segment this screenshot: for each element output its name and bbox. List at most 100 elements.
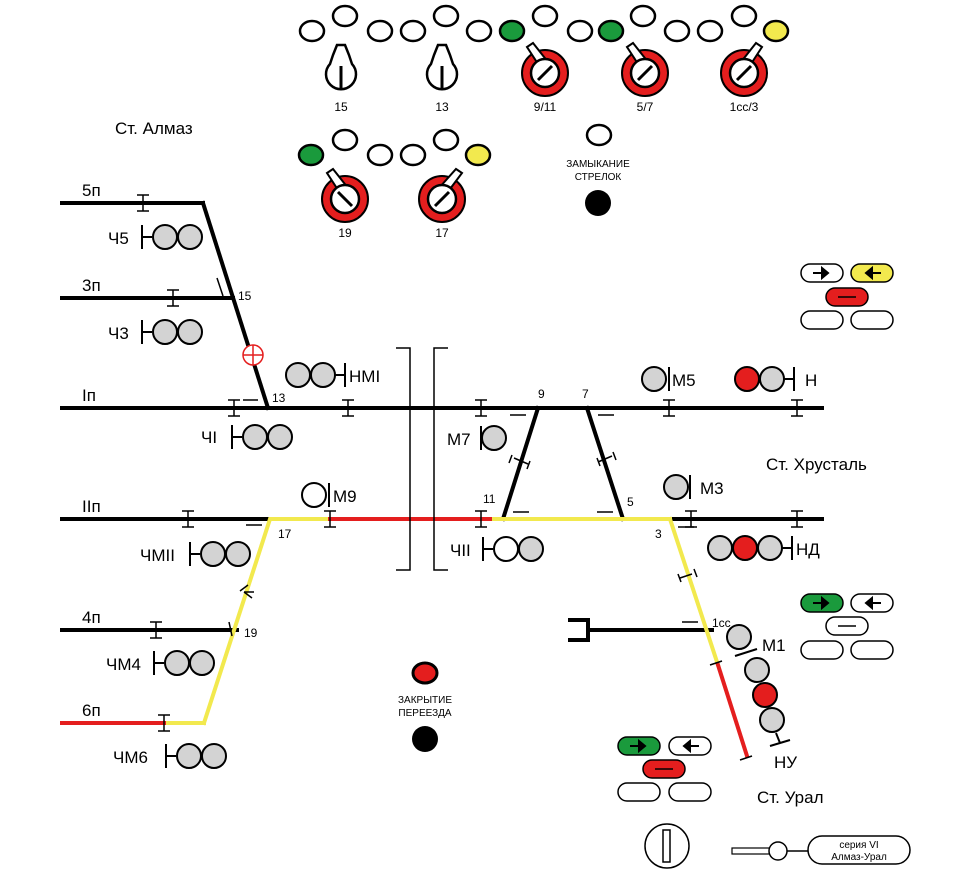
indicator-lamp bbox=[331, 128, 359, 152]
track-layout bbox=[60, 200, 824, 759]
indicator-lamp bbox=[432, 128, 460, 152]
key-icon bbox=[731, 847, 773, 855]
green-indicator-lamp bbox=[597, 19, 625, 43]
track-label-3p: 3п bbox=[82, 276, 101, 295]
switch-handle-1cc-3[interactable] bbox=[720, 41, 768, 97]
arrow-right-icon bbox=[630, 738, 647, 754]
direction-button[interactable] bbox=[800, 640, 844, 660]
signal-label-nd: НД bbox=[796, 540, 820, 559]
signal-label-n: Н bbox=[805, 371, 817, 390]
signal-nmI[interactable]: НМI bbox=[285, 362, 380, 388]
signal-m5[interactable]: М5 bbox=[641, 366, 696, 392]
track-crossover-9-11 bbox=[500, 405, 541, 522]
signal-n[interactable]: Н bbox=[734, 366, 817, 392]
station-almaz: Ст. Алмаз bbox=[115, 119, 193, 138]
indicator-lamp bbox=[663, 19, 691, 43]
signal-chm4[interactable]: ЧМ4 bbox=[106, 650, 215, 676]
direction-button[interactable] bbox=[800, 310, 844, 330]
control-label-1cc-3: 1сс/3 bbox=[730, 100, 759, 114]
signal-label-chm4: ЧМ4 bbox=[106, 655, 141, 674]
signal-label-nu: НУ bbox=[774, 753, 797, 772]
switch-handle-9-11[interactable] bbox=[521, 41, 569, 97]
signal-chm6[interactable]: ЧМ6 bbox=[113, 743, 227, 769]
crossing-close-button[interactable] bbox=[412, 726, 438, 752]
station-ural: Ст. Урал bbox=[757, 788, 824, 807]
switch-number-9: 9 bbox=[538, 387, 545, 401]
direction-panel-khrustal-branch bbox=[800, 593, 894, 660]
derailer-icon bbox=[242, 344, 264, 366]
direction-button[interactable] bbox=[617, 782, 661, 802]
switch-number-1cc: 1сс bbox=[712, 616, 731, 630]
switch-number-11: 11 bbox=[483, 492, 496, 506]
signal-label-m1: М1 bbox=[762, 636, 786, 655]
arrow-left-icon bbox=[864, 265, 881, 281]
occupied-ural-approach bbox=[715, 662, 750, 759]
switch-number-5: 5 bbox=[627, 495, 634, 509]
lock-switches-indicator bbox=[585, 123, 613, 147]
track-label-6p: 6п bbox=[82, 701, 101, 720]
arrow-left-icon bbox=[864, 595, 881, 611]
switch-number-19: 19 bbox=[244, 626, 258, 640]
control-label-9-11: 9/11 bbox=[534, 100, 557, 114]
track-switch-15-13 bbox=[200, 200, 271, 411]
signal-label-chII: ЧII bbox=[450, 541, 471, 560]
switch-handle-13[interactable] bbox=[425, 43, 459, 91]
lock-switches-label-2: СТРЕЛОК bbox=[575, 172, 622, 183]
switch-position-marks bbox=[216, 277, 698, 637]
control-label-17: 17 bbox=[435, 226, 449, 240]
indicator-lamp bbox=[399, 19, 427, 43]
signal-ch5[interactable]: Ч5 bbox=[108, 224, 203, 250]
crossing-indicator-lamp bbox=[411, 661, 439, 685]
signal-m9[interactable]: М9 bbox=[301, 482, 357, 508]
switch-handle-19[interactable] bbox=[321, 167, 369, 223]
signal-chII[interactable]: ЧII bbox=[450, 536, 544, 562]
track-crossover-7-5 bbox=[584, 405, 626, 522]
signal-nd[interactable]: НД bbox=[707, 535, 820, 561]
direction-button[interactable] bbox=[850, 640, 894, 660]
signal-label-ch3: Ч3 bbox=[108, 324, 129, 343]
switch-number-13: 13 bbox=[272, 391, 286, 405]
signal-chmII[interactable]: ЧМII bbox=[140, 541, 251, 567]
switch-handle-15[interactable] bbox=[324, 43, 358, 91]
track-label-Ip: Iп bbox=[82, 386, 96, 405]
key-lock[interactable] bbox=[644, 823, 690, 869]
yellow-indicator-lamp bbox=[762, 19, 790, 43]
signal-label-m5: М5 bbox=[672, 371, 696, 390]
lock-switches-button[interactable] bbox=[585, 190, 611, 216]
arrow-right-icon bbox=[813, 265, 830, 281]
signal-nu[interactable]: НУ bbox=[744, 657, 797, 772]
signal-ch3[interactable]: Ч3 bbox=[108, 319, 203, 345]
signal-label-ch5: Ч5 bbox=[108, 229, 129, 248]
arrow-right-icon bbox=[813, 595, 830, 611]
insulating-joints bbox=[137, 194, 803, 761]
indicator-lamp bbox=[399, 143, 427, 167]
signal-label-chmII: ЧМII bbox=[140, 546, 175, 565]
crossing-close-control: ЗАКРЫТИЕ ПЕРЕЕЗДА bbox=[398, 661, 452, 752]
direction-panel-ural bbox=[617, 736, 712, 802]
indicator-lamp bbox=[331, 4, 359, 28]
signal-m1[interactable]: М1 bbox=[726, 624, 786, 657]
switch-control-panel: 15 13 9/11 5/7 1сс/3 19 17 ЗАМ bbox=[297, 4, 790, 240]
green-indicator-lamp bbox=[297, 143, 325, 167]
indicator-lamp bbox=[629, 4, 657, 28]
switch-number-15: 15 bbox=[238, 289, 252, 303]
arrow-left-icon bbox=[682, 738, 699, 754]
control-label-15: 15 bbox=[334, 100, 348, 114]
switch-handle-17[interactable] bbox=[418, 167, 466, 223]
direction-button[interactable] bbox=[668, 782, 712, 802]
switch-number-17: 17 bbox=[278, 527, 292, 541]
indicator-lamp bbox=[366, 143, 394, 167]
key-tag-line-1: серия VI bbox=[839, 840, 878, 851]
track-label-5p: 5п bbox=[82, 181, 101, 200]
signal-chI[interactable]: ЧI bbox=[201, 424, 293, 450]
signal-m7[interactable]: М7 bbox=[447, 425, 507, 451]
switch-number-3: 3 bbox=[655, 527, 662, 541]
signal-m3[interactable]: М3 bbox=[663, 474, 724, 500]
indicator-lamp bbox=[566, 19, 594, 43]
key-tag[interactable]: серия VI Алмаз-Урал bbox=[731, 835, 911, 865]
direction-button[interactable] bbox=[850, 310, 894, 330]
indicator-lamp bbox=[366, 19, 394, 43]
signal-label-m9: М9 bbox=[333, 487, 357, 506]
switch-handle-5-7[interactable] bbox=[621, 41, 669, 97]
